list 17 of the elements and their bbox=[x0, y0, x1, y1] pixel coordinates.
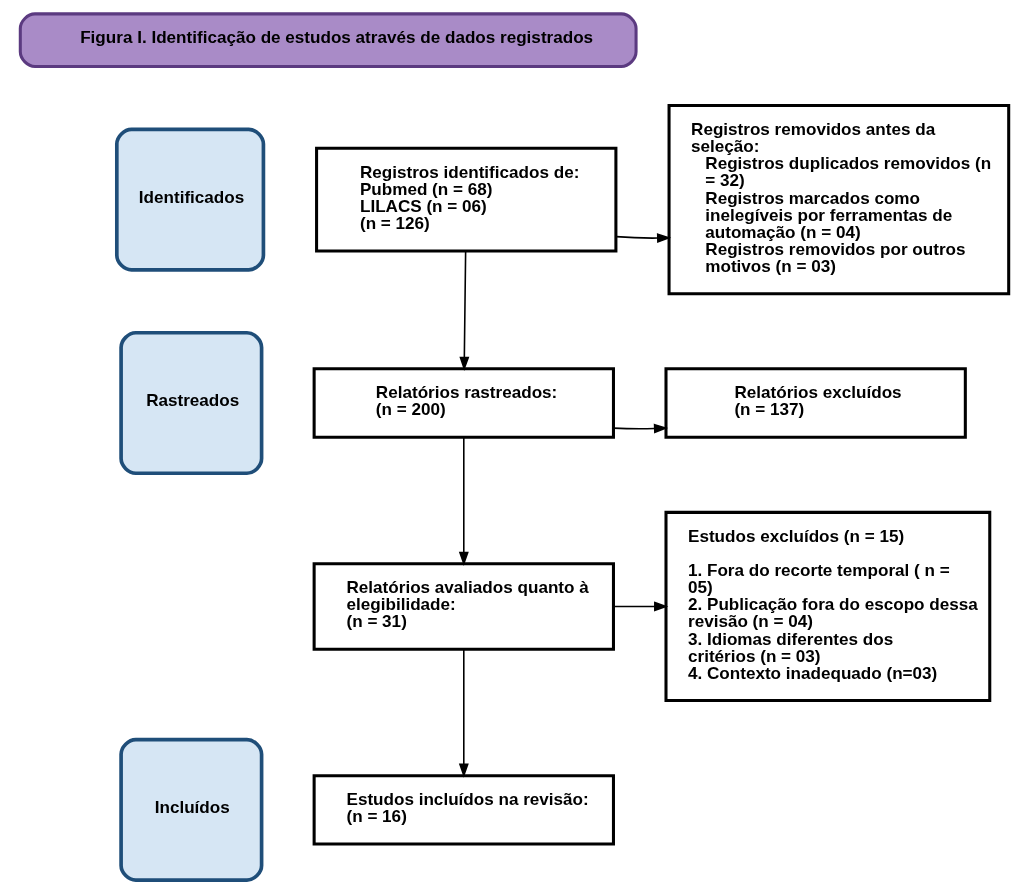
node-box: Rastreados bbox=[118, 330, 263, 475]
arrow bbox=[614, 232, 671, 243]
node-box: Estudos excluídos (n = 15) 1. Fora do recorte temporal ( n = 05) 2. Publicação fora do escopo dessa revisão (n = 04) 3. Idiomas diferentes dos critérios (n = 03) 4. Contexto inadequado (n=03) bbox=[663, 510, 991, 702]
arrow bbox=[612, 423, 668, 433]
arrow bbox=[458, 436, 469, 566]
node-box: Incluídos bbox=[118, 737, 263, 882]
node-box: Figura I. Identificação de estudos através de dados registrados bbox=[18, 11, 638, 68]
arrow bbox=[458, 648, 469, 778]
node-box: Registros identificados de: Pubmed (n = 68) LILACS (n = 06) (n = 126) bbox=[314, 146, 617, 252]
arrow bbox=[458, 249, 469, 371]
node-box: Registros removidos antes da seleção: Registros duplicados removidos (n = 32) Registros marcados como inelegíveis por ferramentas de automação (n = 04) Registros removidos por outros motivos (n = 03) bbox=[667, 103, 1010, 295]
node-box: Relatórios excluídos (n = 137) bbox=[663, 366, 967, 439]
node-box: Relatórios rastreados: (n = 200) bbox=[312, 366, 615, 439]
node-box: Estudos incluídos na revisão: (n = 16) bbox=[312, 773, 615, 846]
node-box: Identificados bbox=[114, 127, 265, 272]
arrow bbox=[612, 600, 668, 611]
node-box: Relatórios avaliados quanto à elegibilidade: (n = 31) bbox=[312, 561, 615, 651]
